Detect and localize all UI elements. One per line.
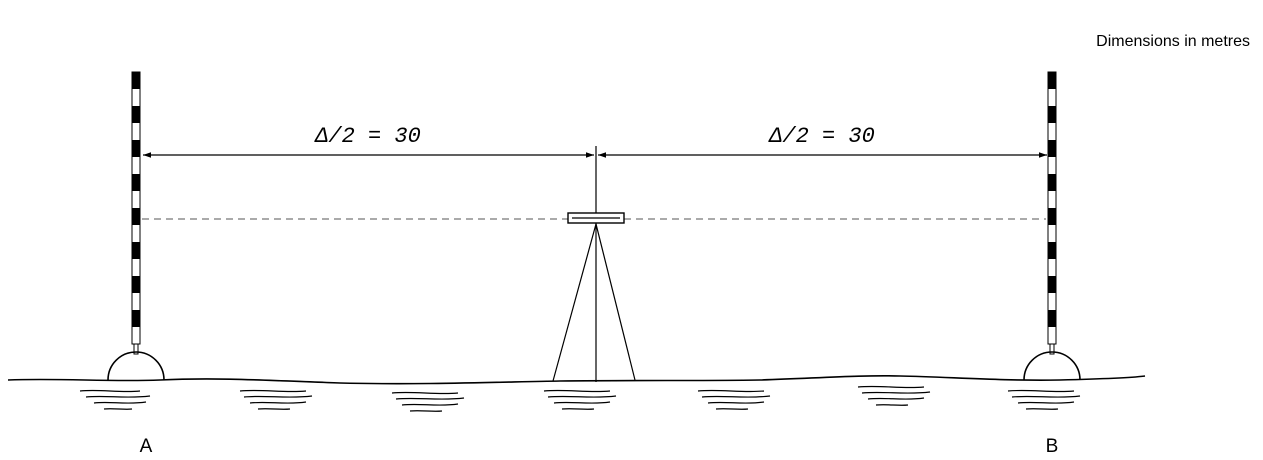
staff-b xyxy=(1023,71,1081,381)
staff-band xyxy=(132,310,140,327)
staff-band xyxy=(132,174,140,191)
staff-a-graduations xyxy=(132,72,140,327)
staff-band xyxy=(1048,174,1056,191)
tripod-right-leg xyxy=(595,223,636,381)
ground-hatching xyxy=(79,385,1081,412)
staff-b-base xyxy=(1023,351,1081,381)
staff-a-base xyxy=(107,351,165,381)
level-instrument xyxy=(552,146,636,382)
staff-band xyxy=(1048,72,1056,89)
staff-band xyxy=(1048,242,1056,259)
staff-band xyxy=(132,242,140,259)
point-label-a: A xyxy=(140,436,153,457)
point-label-b: B xyxy=(1046,436,1059,457)
staff-band xyxy=(132,106,140,123)
staff-band xyxy=(132,208,140,225)
staff-band xyxy=(132,276,140,293)
staff-b-graduations xyxy=(1048,72,1056,327)
staff-band xyxy=(1048,276,1056,293)
staff-band xyxy=(1048,106,1056,123)
staff-band xyxy=(132,72,140,89)
staff-band xyxy=(132,140,140,157)
staff-band xyxy=(1048,310,1056,327)
staff-a xyxy=(107,71,165,381)
dimension-label-right: Δ/2 = 30 xyxy=(768,124,875,149)
tripod-left-leg xyxy=(552,223,597,382)
units-note: Dimensions in metres xyxy=(1096,33,1250,50)
staff-band xyxy=(1048,208,1056,225)
staff-band xyxy=(1048,140,1056,157)
dimension-label-left: Δ/2 = 30 xyxy=(314,124,421,149)
ground-line xyxy=(7,375,1146,385)
